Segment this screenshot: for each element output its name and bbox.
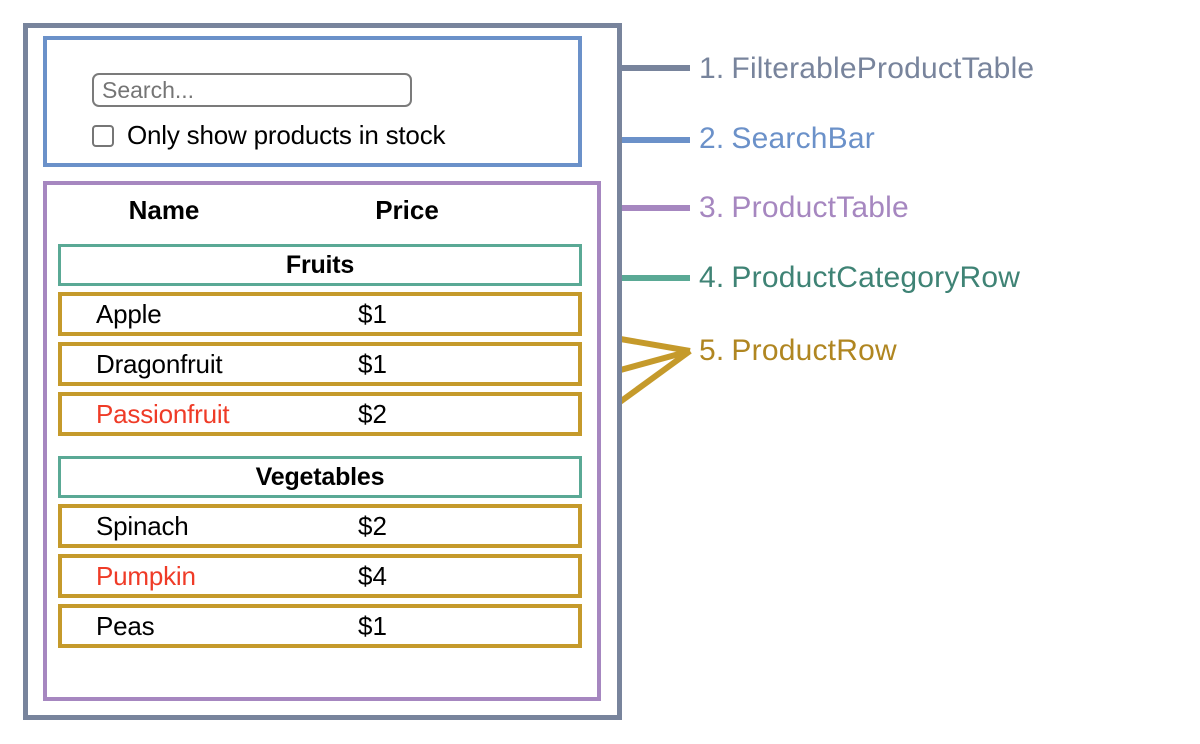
product-category-label: Fruits — [285, 250, 355, 279]
product-name: Passionfruit — [96, 398, 230, 429]
product-table: Name Price Fruits Apple $1 Dragonfruit $… — [43, 181, 601, 701]
product-name: Apple — [96, 298, 162, 329]
legend-number: 1. — [699, 52, 725, 85]
legend-label: FilterableProductTable — [731, 52, 1035, 85]
legend-item-filterable-product-table: 1.FilterableProductTable — [699, 52, 1034, 86]
product-name: Peas — [96, 610, 155, 641]
search-input[interactable] — [92, 73, 412, 107]
legend-item-product-category-row: 4.ProductCategoryRow — [699, 261, 1020, 295]
product-category-row: Vegetables — [58, 456, 582, 498]
product-name: Spinach — [96, 510, 189, 541]
column-header-name: Name — [128, 195, 200, 225]
product-row[interactable]: Passionfruit $2 — [58, 392, 582, 436]
in-stock-checkbox-label: Only show products in stock — [127, 120, 446, 150]
in-stock-checkbox-row[interactable]: Only show products in stock — [92, 120, 445, 151]
product-price: $4 — [358, 560, 387, 591]
product-price: $2 — [358, 510, 387, 541]
product-category-row: Fruits — [58, 244, 582, 286]
legend-label: SearchBar — [731, 122, 875, 155]
product-price: $1 — [358, 298, 387, 329]
legend-number: 2. — [699, 122, 725, 155]
product-name: Dragonfruit — [96, 348, 223, 379]
product-row[interactable]: Apple $1 — [58, 292, 582, 336]
product-price: $2 — [358, 398, 387, 429]
product-category-label: Vegetables — [255, 462, 385, 491]
legend-number: 3. — [699, 191, 725, 224]
legend-number: 4. — [699, 261, 725, 294]
table-header-row: Name Price — [47, 195, 597, 233]
column-header-price: Price — [375, 195, 439, 225]
product-price: $1 — [358, 348, 387, 379]
checkbox-icon[interactable] — [92, 124, 114, 147]
product-row[interactable]: Dragonfruit $1 — [58, 342, 582, 386]
legend-label: ProductCategoryRow — [731, 261, 1021, 294]
product-name: Pumpkin — [96, 560, 196, 591]
product-row[interactable]: Peas $1 — [58, 604, 582, 648]
legend-item-product-row: 5.ProductRow — [699, 334, 897, 368]
product-price: $1 — [358, 610, 387, 641]
legend-label: ProductRow — [731, 334, 897, 367]
search-bar: Only show products in stock — [43, 36, 582, 167]
legend-label: ProductTable — [731, 191, 909, 224]
product-row[interactable]: Pumpkin $4 — [58, 554, 582, 598]
legend-item-product-table: 3.ProductTable — [699, 191, 909, 225]
product-rows-area: Fruits Apple $1 Dragonfruit $1 Passionfr… — [58, 244, 586, 648]
legend-item-search-bar: 2.SearchBar — [699, 122, 875, 156]
product-row[interactable]: Spinach $2 — [58, 504, 582, 548]
legend-number: 5. — [699, 334, 725, 367]
